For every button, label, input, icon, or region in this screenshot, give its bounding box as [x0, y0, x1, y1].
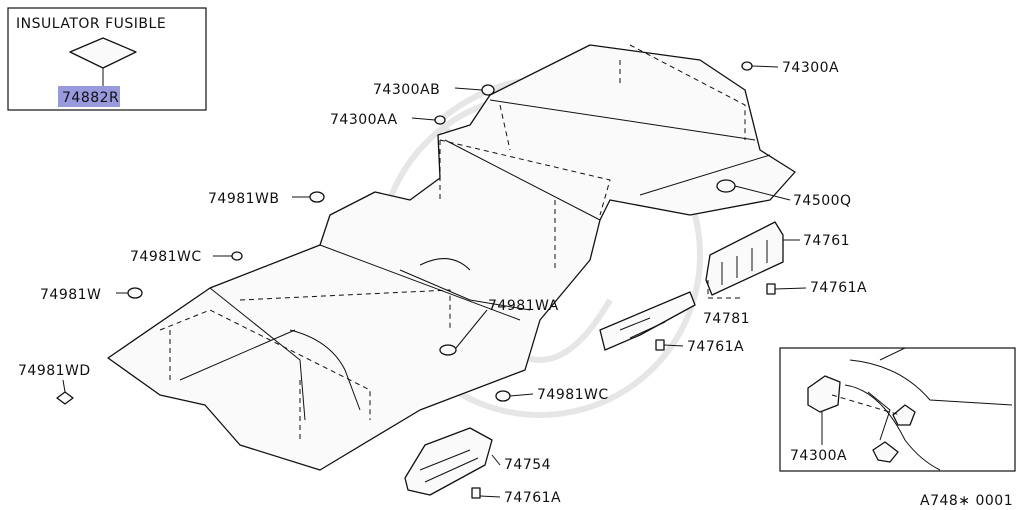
- leader-lines: [62, 65, 807, 498]
- part-74300AA-label[interactable]: 74300AA: [330, 112, 398, 128]
- inset-insulator-fusible: INSULATOR FUSIBLE 74882R: [7, 7, 207, 111]
- part-74882R-label[interactable]: 74882R: [62, 90, 119, 106]
- washer-74981WC-top-icon: [231, 251, 243, 261]
- part-labels: 74300AB 74300A 74300AA 74500Q 74981WB 74…: [18, 60, 867, 506]
- protector-74781: [599, 291, 696, 351]
- part-74761A-mid-label[interactable]: 74761A: [687, 339, 744, 355]
- washer-74981W-icon: [127, 287, 143, 299]
- floor-insulator: [107, 44, 796, 471]
- part-74300A-top-label[interactable]: 74300A: [782, 60, 839, 76]
- part-74981WC-top-label[interactable]: 74981WC: [130, 249, 202, 265]
- washer-74981WC-bottom-icon: [495, 390, 511, 402]
- clip-74300AB-icon: [481, 84, 495, 96]
- bolt-mid-icon: [655, 339, 665, 351]
- bolt-bottom-icon: [471, 487, 481, 499]
- inset-title: INSULATOR FUSIBLE: [16, 16, 166, 32]
- part-74981WD-label[interactable]: 74981WD: [18, 363, 91, 379]
- part-74300AB-label[interactable]: 74300AB: [373, 82, 440, 98]
- part-74981WB-label[interactable]: 74981WB: [208, 191, 279, 207]
- bolt-right-icon: [766, 283, 776, 295]
- part-74500Q-label[interactable]: 74500Q: [793, 193, 852, 209]
- part-74761A-right-label[interactable]: 74761A: [810, 280, 867, 296]
- diagram-code: A748∗ 0001: [920, 493, 1013, 509]
- part-74761A-bottom-label[interactable]: 74761A: [504, 490, 561, 506]
- part-74754-label[interactable]: 74754: [504, 457, 551, 473]
- clip-74300AA-icon: [434, 115, 446, 125]
- part-74300A-detail-label[interactable]: 74300A: [790, 448, 847, 464]
- protector-74761: [705, 221, 784, 299]
- washer-74981WA-icon: [439, 344, 457, 356]
- clip-74300A-icon: [741, 61, 753, 71]
- washer-74981WB-icon: [309, 191, 325, 203]
- part-74781-label[interactable]: 74781: [703, 311, 750, 327]
- pad-74981WD-icon: [56, 391, 74, 405]
- inset-detail-74300A: 74300A: [779, 347, 1016, 472]
- part-74981WC-bottom-label[interactable]: 74981WC: [537, 387, 609, 403]
- part-74981WA-label[interactable]: 74981WA: [488, 298, 559, 314]
- part-74761-label[interactable]: 74761: [803, 233, 850, 249]
- part-74981W-label[interactable]: 74981W: [40, 287, 101, 303]
- protector-74754: [404, 427, 493, 496]
- plug-74500Q-icon: [716, 179, 736, 193]
- part-74882R-highlight: [58, 86, 120, 107]
